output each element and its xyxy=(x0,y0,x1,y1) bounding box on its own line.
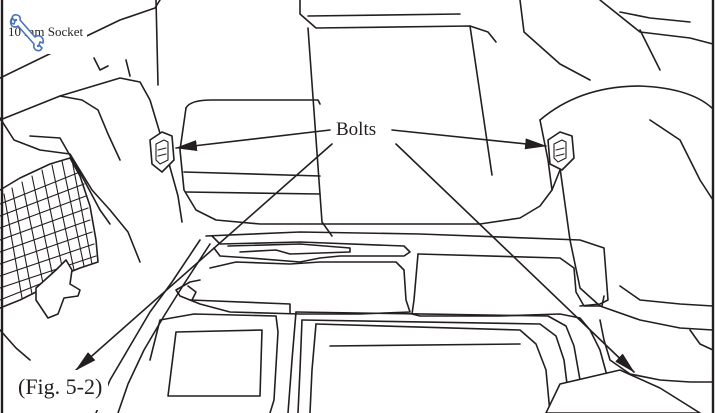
right-bolt-bracket xyxy=(547,131,575,171)
right-trim-panel xyxy=(539,85,714,383)
rear-seat-backs xyxy=(0,0,714,237)
arrow-to-right-bolt xyxy=(391,129,548,150)
arrow-to-lower-left-bolt xyxy=(75,143,333,371)
arrow-to-left-bolt xyxy=(174,129,331,152)
bolts-callout-label: Bolts xyxy=(333,118,380,142)
wrench-icon xyxy=(9,14,44,52)
bolt-callout-arrows xyxy=(75,129,635,373)
left-trim-panel xyxy=(0,57,183,263)
cargo-floor-tray xyxy=(95,231,615,413)
arrow-to-lower-right-bolt xyxy=(395,143,635,373)
lower-right-floor-panel xyxy=(545,369,701,413)
floor-compartments xyxy=(149,299,589,413)
figure-caption: (Fig. 5-2) xyxy=(12,370,109,410)
left-cargo-net xyxy=(0,157,99,361)
tool-requirement-badge: 10 mm Socket xyxy=(6,12,88,54)
left-bolt-bracket xyxy=(149,131,175,173)
